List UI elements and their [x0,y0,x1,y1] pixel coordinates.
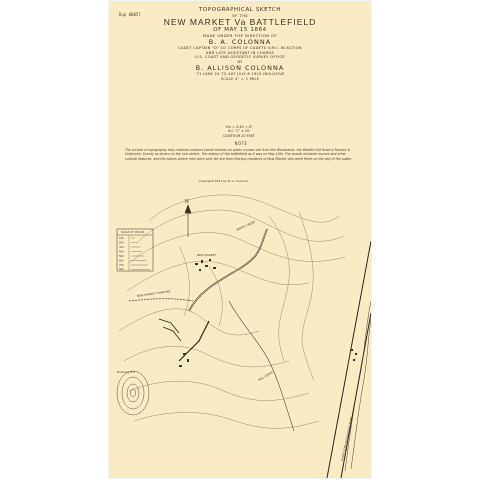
inset-buildings [351,349,357,361]
legend-row-6: 600 [119,260,124,263]
notes-text: The picture of topography fully meshed c… [125,148,353,161]
notes-block: NOTE The picture of topography fully mes… [125,141,357,161]
legend-row-5: 500 [119,255,124,258]
title-line-12: '71 JUNE 24 TO SAT JULY 8 1910 INCLUSIVE [195,72,285,77]
battle-lines [158,318,182,342]
title-line-2: OF THE [231,13,249,18]
label-river: NORTH FORK SHENANDOAH RIVER [340,416,353,461]
author-name-2: B. ALLISON COLONNA [195,64,285,73]
corner-note: Dup 00057 [119,12,141,17]
legend-table [116,228,154,272]
title-line-1: TOPOGRAPHICAL SKETCH [198,7,282,13]
inset-frame [326,240,371,478]
label-hill: Bushong Hill [117,370,135,374]
copyright-line: Copyright 1911 by B. A. Colonna [199,179,249,183]
title-date: OF MAY 15 1864 [213,27,267,33]
north-arrow [184,204,192,237]
legend-table-title: SCALE OF CHAINS [121,230,145,234]
scale-info-line-1: Vm = 3.45 = 4° [225,125,253,129]
contour-lines [118,194,346,429]
inset-river [344,300,371,472]
legend-row-8: 800 [119,268,124,271]
legend-bars [131,237,150,270]
label-mill-creek: MILL CREEK [258,370,274,382]
scale-info-line-2: A.C. 1° ± 25' [228,129,250,134]
title-line-7: CADET CAPTAIN "D" CO CORPS OF CADETS V.M… [178,46,302,50]
label-smith-creek: SMITH CREEK [236,219,257,232]
scale-info: Vm = 3.45 = 4° A.C. 1° ± 25' CONTOUR 20 … [209,125,269,138]
title-line-10: BY [237,59,243,64]
map-sheet: Dup 00057 TOPOGRAPHICAL SKETCH OF THE NE… [109,1,371,478]
title-line-8: AND LATE ASSISTANT IN CHARGE [205,50,275,55]
creek-line [228,300,295,432]
legend-row-3: 300 [119,246,124,249]
map-title: NEW MARKET Va BATTLEFIELD [163,17,317,27]
label-town: NEW MARKET [197,253,216,257]
notes-heading: NOTE [234,141,248,146]
north-arrow-label: N [185,199,189,205]
title-line-5: MADE UNDER THE DIRECTION OF [202,33,278,38]
town-buildings [179,259,216,367]
legend-row-1: 100 [119,237,124,240]
title-line-9: U.S. COAST AND GEODETIC SURVEY OFFICE [195,55,285,60]
label-turnpike: NEW MARKET TURNPIKE [137,289,171,298]
legend-row-4: 400 [119,251,124,254]
scale-statement: SCALE 4" = 1 MILE [220,76,260,81]
author-name-1: B. A. COLONNA [208,38,272,46]
legend-row-7: 700 [119,264,124,267]
side-road [128,298,194,302]
hill-contours [116,370,150,416]
legend-row-2: 200 [119,242,124,245]
topographic-map: N SCALE OF CHAINS 100 200 3 [116,194,371,478]
title-block: TOPOGRAPHICAL SKETCH OF THE NEW MARKET V… [109,7,371,82]
scale-info-line-3: CONTOUR 20 FEET [223,133,255,138]
